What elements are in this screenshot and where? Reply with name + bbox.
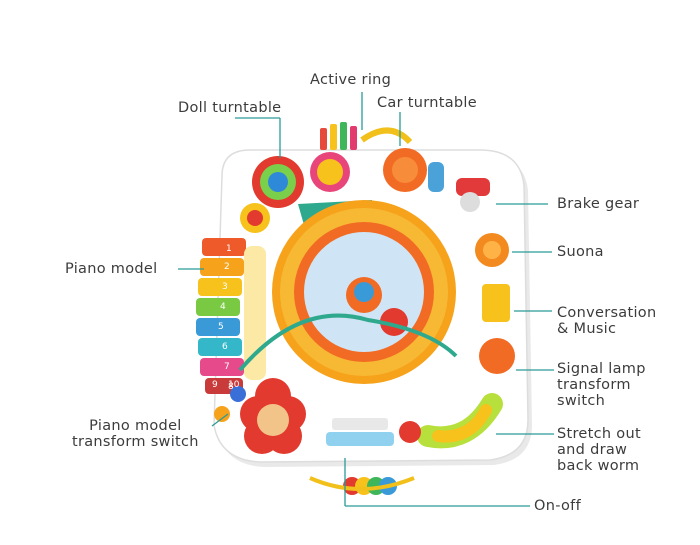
piano-key-number: 5	[218, 322, 224, 332]
apple-toy	[399, 421, 421, 443]
label-doll-turntable: Doll turntable	[178, 100, 282, 116]
signal-lamp-switch	[479, 338, 515, 374]
piano	[196, 238, 266, 394]
piano-key-number: 9	[212, 380, 218, 390]
label-brake-gear: Brake gear	[557, 196, 640, 212]
leader-lines	[178, 92, 554, 507]
car-turntable	[383, 148, 444, 192]
doll-turntable	[240, 152, 350, 233]
label-piano-model: Piano model	[65, 261, 158, 277]
piano-key-number: 7	[224, 362, 230, 372]
label-suona: Suona	[557, 244, 604, 260]
main-ring	[272, 200, 456, 384]
label-active-ring: Active ring	[310, 72, 392, 88]
piano-key-number: 4	[220, 302, 226, 312]
brake-gear	[456, 178, 490, 212]
piano-key-number: 10	[228, 380, 240, 390]
label-worm: Stretch out and draw back worm	[557, 426, 641, 474]
label-piano-transform: Piano model transform switch	[72, 418, 199, 450]
piano-key-number: 3	[222, 282, 228, 292]
suona-button	[475, 233, 509, 267]
conversation-music-button	[482, 284, 510, 322]
piano-key-number: 2	[224, 262, 230, 272]
piano-key-number: 1	[226, 244, 232, 254]
piano-key-number: 8	[228, 382, 234, 392]
label-on-off: On-off	[534, 498, 581, 514]
on-off-switch	[326, 432, 394, 446]
flower-switch	[214, 378, 306, 454]
active-ring	[320, 122, 413, 150]
worm	[417, 393, 503, 449]
label-conversation-music: Conversation & Music	[557, 305, 657, 337]
label-signal-lamp: Signal lamp transform switch	[557, 361, 646, 409]
label-car-turntable: Car turntable	[377, 95, 477, 111]
bead-strip	[309, 476, 415, 495]
piano-key-number: 6	[222, 342, 228, 352]
